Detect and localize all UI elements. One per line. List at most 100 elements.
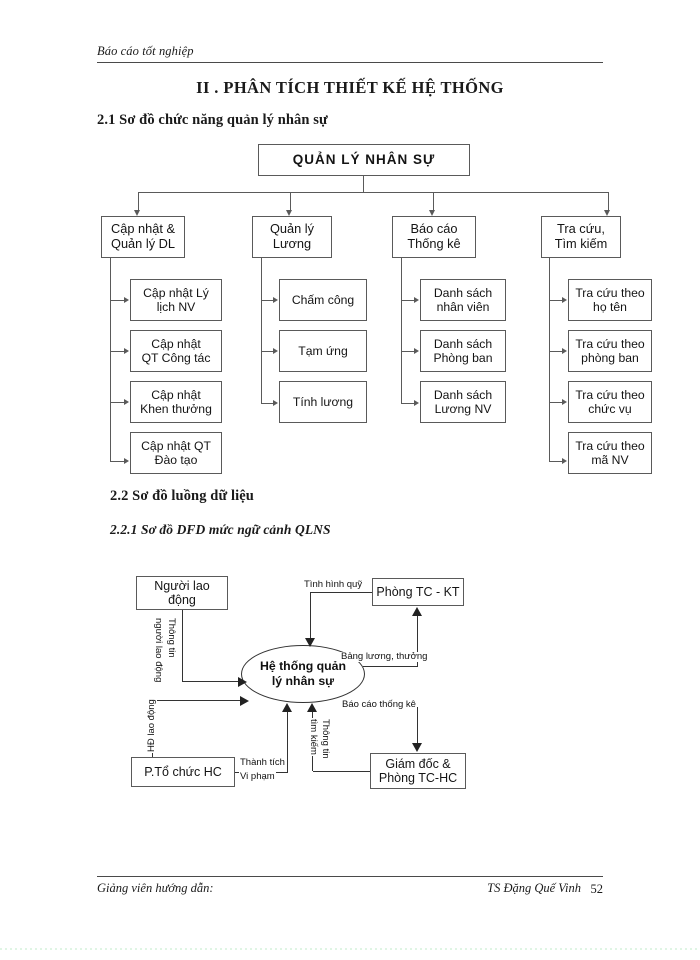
chart-branch-3[interactable]: Báo cáo Thống kê (392, 216, 476, 258)
heading-2-1: 2.1 Sơ đồ chức năng quản lý nhân sự (97, 112, 328, 128)
page-header: Báo cáo tốt nghiệp (97, 44, 603, 63)
arrow-achievement-to-process (282, 703, 292, 712)
flow-label-achievement: Thành tích (239, 757, 286, 769)
flow-label-payroll: Bảng lương, thưởng (340, 651, 429, 663)
arrow-worker-to-process (238, 676, 247, 687)
arrow-branch-1 (134, 210, 141, 216)
entity-hr-label: P.Tổ chức HC (144, 764, 222, 779)
chart-leaf-1-3[interactable]: Cập nhật Khen thưởng (130, 381, 222, 423)
entity-director-line1: Giám đốc & (385, 756, 451, 771)
chart-leaf-1-4[interactable]: Cập nhật QT Đào tạo (130, 432, 222, 474)
flow-label-search-2: tìm kiếm (307, 718, 319, 756)
leaf-2-3-label: Tính lương (292, 394, 354, 409)
heading-2-2-1: 2.2.1 Sơ đồ DFD mức ngữ cảnh QLNS (110, 522, 331, 537)
chart-leaf-4-3[interactable]: Tra cứu theo chức vụ (568, 381, 652, 423)
leaf-3-3-line2: Lương NV (434, 402, 492, 416)
flow-label-labour-contract: HĐ lao động (146, 698, 158, 753)
arrow-2-3 (273, 399, 278, 406)
chart-leaf-4-4[interactable]: Tra cứu theo mã NV (568, 432, 652, 474)
arrow-search-to-process (307, 703, 317, 712)
branch-1-line1: Cập nhật & (110, 221, 176, 237)
flow-achievement-vert (287, 712, 289, 772)
dfd-entity-worker[interactable]: Người lao động (136, 576, 228, 610)
process-line2: lý nhân sự (271, 674, 335, 688)
chart-leaf-1-1[interactable]: Cập nhật Lý lịch NV (130, 279, 222, 321)
spine-branch-2 (261, 258, 263, 404)
leaf-4-2-line1: Tra cứu theo (575, 336, 645, 351)
leaf-2-1-label: Chấm công (291, 292, 355, 307)
chart-leaf-2-3[interactable]: Tính lương (279, 381, 367, 423)
stub-1-1 (110, 300, 124, 302)
arrow-payroll-to-finance (412, 607, 422, 616)
branch-3-line1: Báo cáo (410, 221, 458, 237)
leaf-1-2-line1: Cập nhật (151, 336, 201, 351)
chart-branch-1[interactable]: Cập nhật & Quản lý DL (101, 216, 185, 258)
chart-leaf-4-1[interactable]: Tra cứu theo họ tên (568, 279, 652, 321)
dfd-entity-hr[interactable]: P.Tổ chức HC (131, 757, 235, 787)
leaf-3-1-line1: Danh sách (433, 285, 493, 300)
stub-3-2 (401, 351, 414, 353)
dfd-entity-finance[interactable]: Phòng TC - KT (372, 578, 464, 606)
chart-leaf-3-3[interactable]: Danh sách Lương NV (420, 381, 506, 423)
branch-2-line1: Quản lý (269, 221, 315, 237)
chart-leaf-2-1[interactable]: Chấm công (279, 279, 367, 321)
stub-2-2 (261, 351, 273, 353)
arrow-3-3 (414, 399, 419, 406)
drop-branch-3 (433, 192, 435, 210)
chart-branch-2[interactable]: Quản lý Lương (252, 216, 332, 258)
chart-branch-4[interactable]: Tra cứu, Tìm kiếm (541, 216, 621, 258)
leaf-3-2-line1: Danh sách (433, 336, 493, 351)
arrow-1-1 (124, 296, 129, 303)
arrow-4-2 (562, 347, 567, 354)
leaf-1-4-line1: Cập nhật QT (141, 438, 211, 453)
flow-contract-horz (152, 700, 244, 702)
flow-worker-vert (182, 610, 184, 682)
stub-1-4 (110, 461, 124, 463)
leaf-4-2-line2: phòng ban (581, 351, 639, 365)
chart-leaf-4-2[interactable]: Tra cứu theo phòng ban (568, 330, 652, 372)
flow-label-report: Báo cáo thống kê (341, 699, 417, 711)
chart-leaf-3-2[interactable]: Danh sách Phòng ban (420, 330, 506, 372)
footer-rule (97, 876, 603, 877)
arrow-4-4 (562, 457, 567, 464)
stub-4-3 (549, 402, 562, 404)
chart-leaf-1-2[interactable]: Cập nhật QT Công tác (130, 330, 222, 372)
arrow-report-to-director (412, 743, 422, 752)
leaf-4-4-line1: Tra cứu theo (575, 438, 645, 453)
entity-worker-line2: động (168, 593, 196, 607)
leaf-1-1-line2: lịch NV (156, 300, 196, 314)
arrow-branch-3 (429, 210, 436, 216)
drop-branch-1 (138, 192, 140, 210)
stub-3-1 (401, 300, 414, 302)
chart-leaf-2-2[interactable]: Tạm ứng (279, 330, 367, 372)
header-rule (97, 62, 603, 63)
chapter-title: II . PHÂN TÍCH THIẾT KẾ HỆ THỐNG (196, 78, 504, 97)
stub-2-1 (261, 300, 273, 302)
arrow-3-1 (414, 296, 419, 303)
chart-root-node[interactable]: QUẢN LÝ NHÂN SỰ (258, 144, 470, 176)
flow-report-vert (417, 707, 419, 744)
arrow-1-2 (124, 347, 129, 354)
process-line1: Hệ thống quản (259, 659, 347, 674)
spine-branch-3 (401, 258, 403, 404)
footer-supervisor-label: Giảng viên hướng dẫn: (97, 881, 214, 895)
page-number: 52 (590, 882, 604, 896)
arrow-4-3 (562, 398, 567, 405)
stub-2-3 (261, 403, 273, 405)
flow-payroll-horz (363, 666, 418, 668)
stub-4-4 (549, 461, 562, 463)
branch-4-line1: Tra cứu, (557, 221, 605, 237)
leaf-4-4-line2: mã NV (591, 453, 629, 467)
arrow-contract-to-process (240, 695, 249, 706)
flow-search-horz (313, 771, 370, 773)
arrow-2-1 (273, 296, 278, 303)
flow-fund-horz (310, 592, 372, 594)
dfd-entity-director[interactable]: Giám đốc & Phòng TC-HC (370, 753, 466, 789)
arrow-2-2 (273, 347, 278, 354)
chart-leaf-3-1[interactable]: Danh sách nhân viên (420, 279, 506, 321)
root-stem (363, 176, 365, 192)
stub-4-1 (549, 300, 562, 302)
